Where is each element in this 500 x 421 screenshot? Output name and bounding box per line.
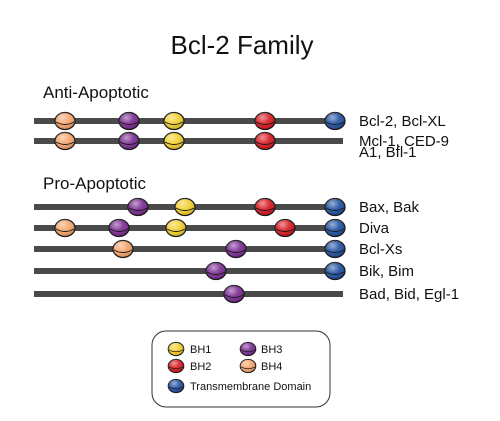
bh2-domain-bead bbox=[274, 218, 296, 238]
protein-row-bcl-2-bcl-xl: Bcl-2, Bcl-XL bbox=[34, 111, 446, 131]
bh4-domain-bead bbox=[54, 131, 76, 151]
protein-row-bad-bid-egl-1: Bad, Bid, Egl-1 bbox=[34, 284, 459, 304]
legend-item-tm: Transmembrane Domain bbox=[167, 378, 311, 394]
legend-tm-swatch bbox=[167, 378, 185, 394]
bh3-domain-bead bbox=[118, 131, 140, 151]
protein-label: Bax, Bak bbox=[359, 199, 420, 216]
bh2-domain-bead bbox=[254, 131, 276, 151]
tm-domain-bead bbox=[324, 261, 346, 281]
tm-domain-bead bbox=[324, 218, 346, 238]
legend-bh2-label: BH2 bbox=[190, 361, 211, 373]
diagram-title: Bcl-2 Family bbox=[170, 30, 313, 60]
legend-bh4-label: BH4 bbox=[261, 361, 282, 373]
protein-backbone-line bbox=[34, 225, 343, 231]
protein-row-diva: Diva bbox=[34, 218, 390, 238]
bh3-domain-bead bbox=[223, 284, 245, 304]
anti-apoptotic-heading: Anti-Apoptotic bbox=[43, 83, 149, 102]
bh3-domain-bead bbox=[108, 218, 130, 238]
legend-bh1-swatch bbox=[167, 341, 185, 357]
protein-row-a1-bfl-1: A1, Bfl-1 bbox=[359, 144, 417, 161]
protein-backbone-line bbox=[34, 268, 343, 274]
legend-bh3-label: BH3 bbox=[261, 344, 282, 356]
bh4-domain-bead bbox=[54, 218, 76, 238]
protein-label: A1, Bfl-1 bbox=[359, 144, 417, 161]
tm-domain-bead bbox=[324, 197, 346, 217]
protein-row-mcl-1-ced-9: Mcl-1, CED-9 bbox=[34, 131, 449, 151]
pro-apoptotic-heading: Pro-Apoptotic bbox=[43, 174, 146, 193]
bh4-domain-bead bbox=[112, 239, 134, 259]
legend-item-bh3: BH3 bbox=[239, 341, 282, 357]
bh2-domain-bead bbox=[254, 197, 276, 217]
protein-row-bik-bim: Bik, Bim bbox=[34, 261, 414, 281]
protein-label: Diva bbox=[359, 220, 390, 237]
protein-backbone-line bbox=[34, 291, 343, 297]
tm-domain-bead bbox=[324, 111, 346, 131]
protein-label: Bcl-Xs bbox=[359, 241, 402, 258]
legend-item-bh1: BH1 bbox=[167, 341, 211, 357]
bh1-domain-bead bbox=[163, 131, 185, 151]
legend-bh1-label: BH1 bbox=[190, 344, 211, 356]
bh2-domain-bead bbox=[254, 111, 276, 131]
legend-tm-label: Transmembrane Domain bbox=[190, 381, 311, 393]
bh4-domain-bead bbox=[54, 111, 76, 131]
tm-domain-bead bbox=[324, 239, 346, 259]
bh3-domain-bead bbox=[127, 197, 149, 217]
protein-backbone-line bbox=[34, 246, 343, 252]
protein-label: Bik, Bim bbox=[359, 263, 414, 280]
bh3-domain-bead bbox=[225, 239, 247, 259]
protein-backbone-line bbox=[34, 138, 343, 144]
protein-backbone-line bbox=[34, 118, 343, 124]
bh1-domain-bead bbox=[174, 197, 196, 217]
legend-bh4-swatch bbox=[239, 358, 257, 374]
protein-label: Bcl-2, Bcl-XL bbox=[359, 113, 446, 130]
bh3-domain-bead bbox=[205, 261, 227, 281]
bh1-domain-bead bbox=[163, 111, 185, 131]
protein-row-bax-bak: Bax, Bak bbox=[34, 197, 420, 217]
bh1-domain-bead bbox=[165, 218, 187, 238]
legend-bh2-swatch bbox=[167, 358, 185, 374]
protein-row-bcl-xs: Bcl-Xs bbox=[34, 239, 402, 259]
legend-item-bh2: BH2 bbox=[167, 358, 211, 374]
bh3-domain-bead bbox=[118, 111, 140, 131]
protein-label: Bad, Bid, Egl-1 bbox=[359, 286, 459, 303]
legend-item-bh4: BH4 bbox=[239, 358, 282, 374]
protein-label: Mcl-1, CED-9 bbox=[359, 133, 449, 150]
legend-bh3-swatch bbox=[239, 341, 257, 357]
